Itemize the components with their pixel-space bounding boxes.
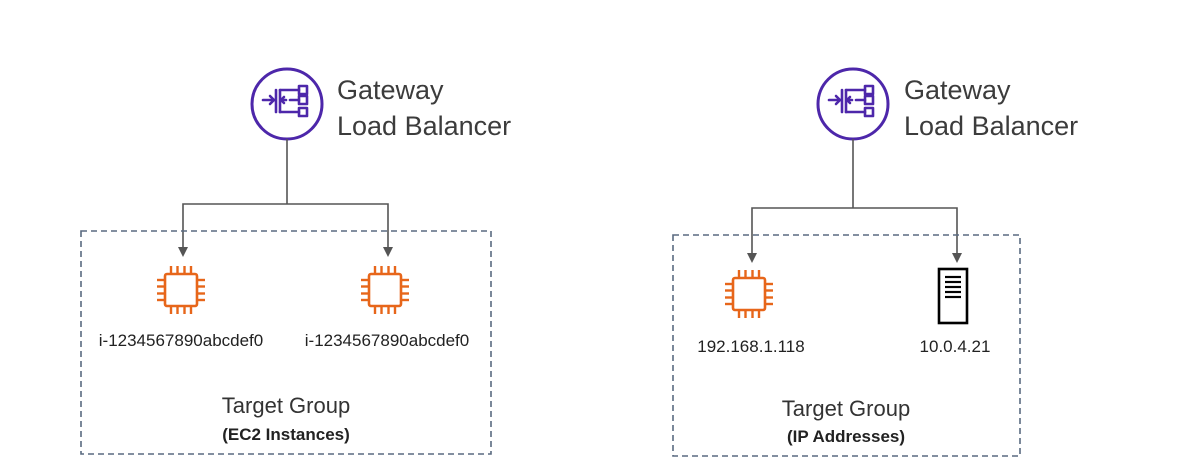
target-label: i-1234567890abcdef0 [98,331,264,350]
right-diagram [672,67,1021,457]
target-group-subtitle: (IP Addresses) [786,427,906,446]
ec2-instance-icon [723,268,775,320]
load-balancer-title: Gateway Load Balancer [904,72,1078,144]
left-diagram [80,67,492,455]
server-icon [937,267,969,325]
load-balancer-title-line2: Load Balancer [337,111,512,141]
target-group-subtitle: (EC2 Instances) [222,425,350,444]
target-group-box [672,234,1021,457]
target-label: 192.168.1.118 [697,337,805,356]
load-balancer-title-line1: Gateway [904,75,1011,105]
gateway-load-balancer-icon [250,67,324,141]
target-label: 10.0.4.21 [919,337,991,356]
load-balancer-title-line1: Gateway [337,75,444,105]
target-group-title: Target Group [221,393,351,418]
target-group-box [80,230,492,455]
ec2-instance-icon [155,264,207,316]
target-group-title: Target Group [781,396,911,421]
target-label: i-1234567890abcdef0 [304,331,470,350]
load-balancer-title-line2: Load Balancer [904,111,1079,141]
connector-lines [178,139,393,257]
gateway-load-balancer-icon [816,67,890,141]
connector-lines [747,139,962,263]
load-balancer-title: Gateway Load Balancer [337,72,511,144]
ec2-instance-icon [359,264,411,316]
